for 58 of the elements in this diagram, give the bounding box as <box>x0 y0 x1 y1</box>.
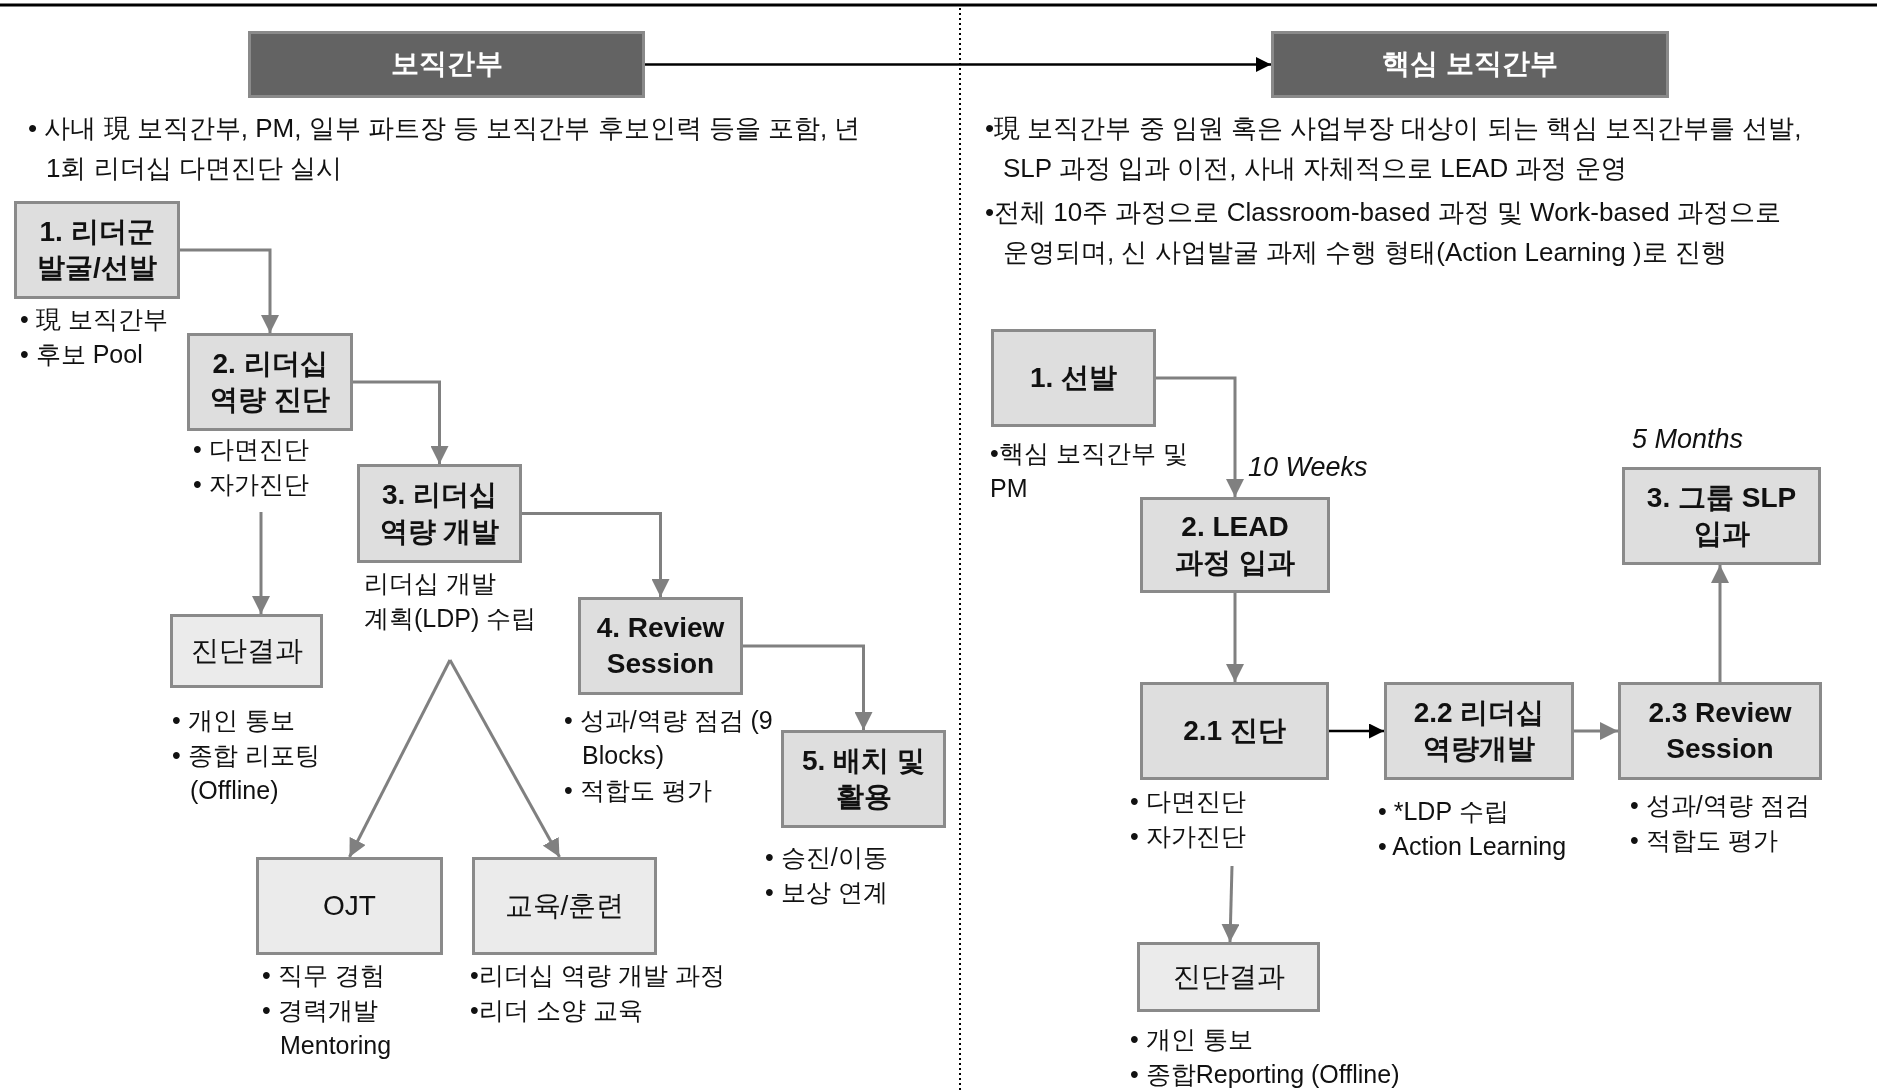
header-bar: 핵심 보직간부 <box>1271 31 1669 98</box>
duration-label: 5 Months <box>1632 423 1745 456</box>
arrow <box>180 248 279 333</box>
process-box: 2.3 Review Session <box>1618 682 1822 780</box>
bullet-item: • 개인 통보 <box>172 705 296 736</box>
arrow <box>645 57 1271 72</box>
process-box: 2.2 리더십 역량개발 <box>1384 682 1574 780</box>
arrow <box>1329 723 1384 739</box>
process-box: 2. LEAD 과정 입과 <box>1140 497 1330 593</box>
process-box: 1. 리더군 발굴/선발 <box>14 201 180 299</box>
process-box: 진단결과 <box>1137 942 1320 1012</box>
note-text: 리더십 개발 계획(LDP) 수립 <box>364 568 538 634</box>
bullet-paragraph: • 사내 現 보직간부, PM, 일부 파트장 등 보직간부 후보인력 등을 포함, 년 1회 리더십 다면진단 실시 <box>28 112 862 185</box>
process-box: 3. 리더십 역량 개발 <box>357 464 522 563</box>
arrow <box>743 644 873 730</box>
arrow <box>522 512 670 597</box>
bullet-item: • 직무 경험 <box>262 960 386 991</box>
bullet-item: • 승진/이동 <box>765 842 889 873</box>
duration-label: 10 Weeks <box>1248 451 1369 484</box>
bullet-item: • 現 보직간부 <box>20 304 169 335</box>
arrow <box>1156 376 1244 497</box>
process-box: 교육/훈련 <box>472 857 657 955</box>
process-box: 2.1 진단 <box>1140 682 1329 780</box>
bullet-item: •리더십 역량 개발 과정 <box>470 960 726 991</box>
bullet-item: • 종합Reporting (Offline) <box>1130 1059 1401 1090</box>
process-box: 5. 배치 및 활용 <box>781 730 946 828</box>
bullet-item: • 성과/역량 점검 <box>1630 790 1811 821</box>
bullet-item: • 적합도 평가 <box>564 775 713 806</box>
process-box: 진단결과 <box>170 614 323 688</box>
arrow <box>1226 593 1244 682</box>
process-box: 3. 그룹 SLP 입과 <box>1622 467 1821 565</box>
bullet-paragraph: •現 보직간부 중 임원 혹은 사업부장 대상이 되는 핵심 보직간부를 선발, SLP 과정 입과 이전, 사내 자체적으로 LEAD 과정 운영 <box>985 112 1803 185</box>
arrow <box>348 659 452 858</box>
bullet-item: • 다면진단 <box>1130 786 1247 817</box>
bullet-paragraph: •전체 10주 과정으로 Classroom-based 과정 및 Work-based 과정으로 운영되며, 신 사업발굴 과제 수행 형태(Action Learning )로 진행 <box>985 196 1783 269</box>
process-box: 4. Review Session <box>578 597 743 695</box>
bullet-item: • 보상 연계 <box>765 877 889 908</box>
arrow <box>1574 722 1618 740</box>
arrow <box>448 659 561 858</box>
header-bar: 보직간부 <box>248 31 645 98</box>
arrow <box>1711 565 1729 682</box>
bullet-item: • 개인 통보 <box>1130 1024 1254 1055</box>
bullet-item: • 적합도 평가 <box>1630 825 1779 856</box>
process-box: OJT <box>256 857 443 955</box>
bullet-item: • 자가진단 <box>193 469 310 500</box>
bullet-item: • 자가진단 <box>1130 821 1247 852</box>
bullet-item: • 경력개발 Mentoring <box>262 995 393 1061</box>
bullet-item: • 종합 리포팅 (Offline) <box>172 740 321 806</box>
bullet-item: • *LDP 수립 <box>1378 796 1510 827</box>
arrow <box>252 512 270 614</box>
process-box: 2. 리더십 역량 진단 <box>187 333 353 431</box>
bullet-item: • 다면진단 <box>193 434 310 465</box>
bullet-item: •리더 소양 교육 <box>470 995 644 1026</box>
bullet-item: • Action Learning <box>1378 831 1568 862</box>
bullet-item: • 성과/역량 점검 (9 Blocks) <box>564 705 774 771</box>
process-box: 1. 선발 <box>991 329 1156 427</box>
arrow <box>353 380 449 464</box>
arrow <box>1221 865 1240 943</box>
